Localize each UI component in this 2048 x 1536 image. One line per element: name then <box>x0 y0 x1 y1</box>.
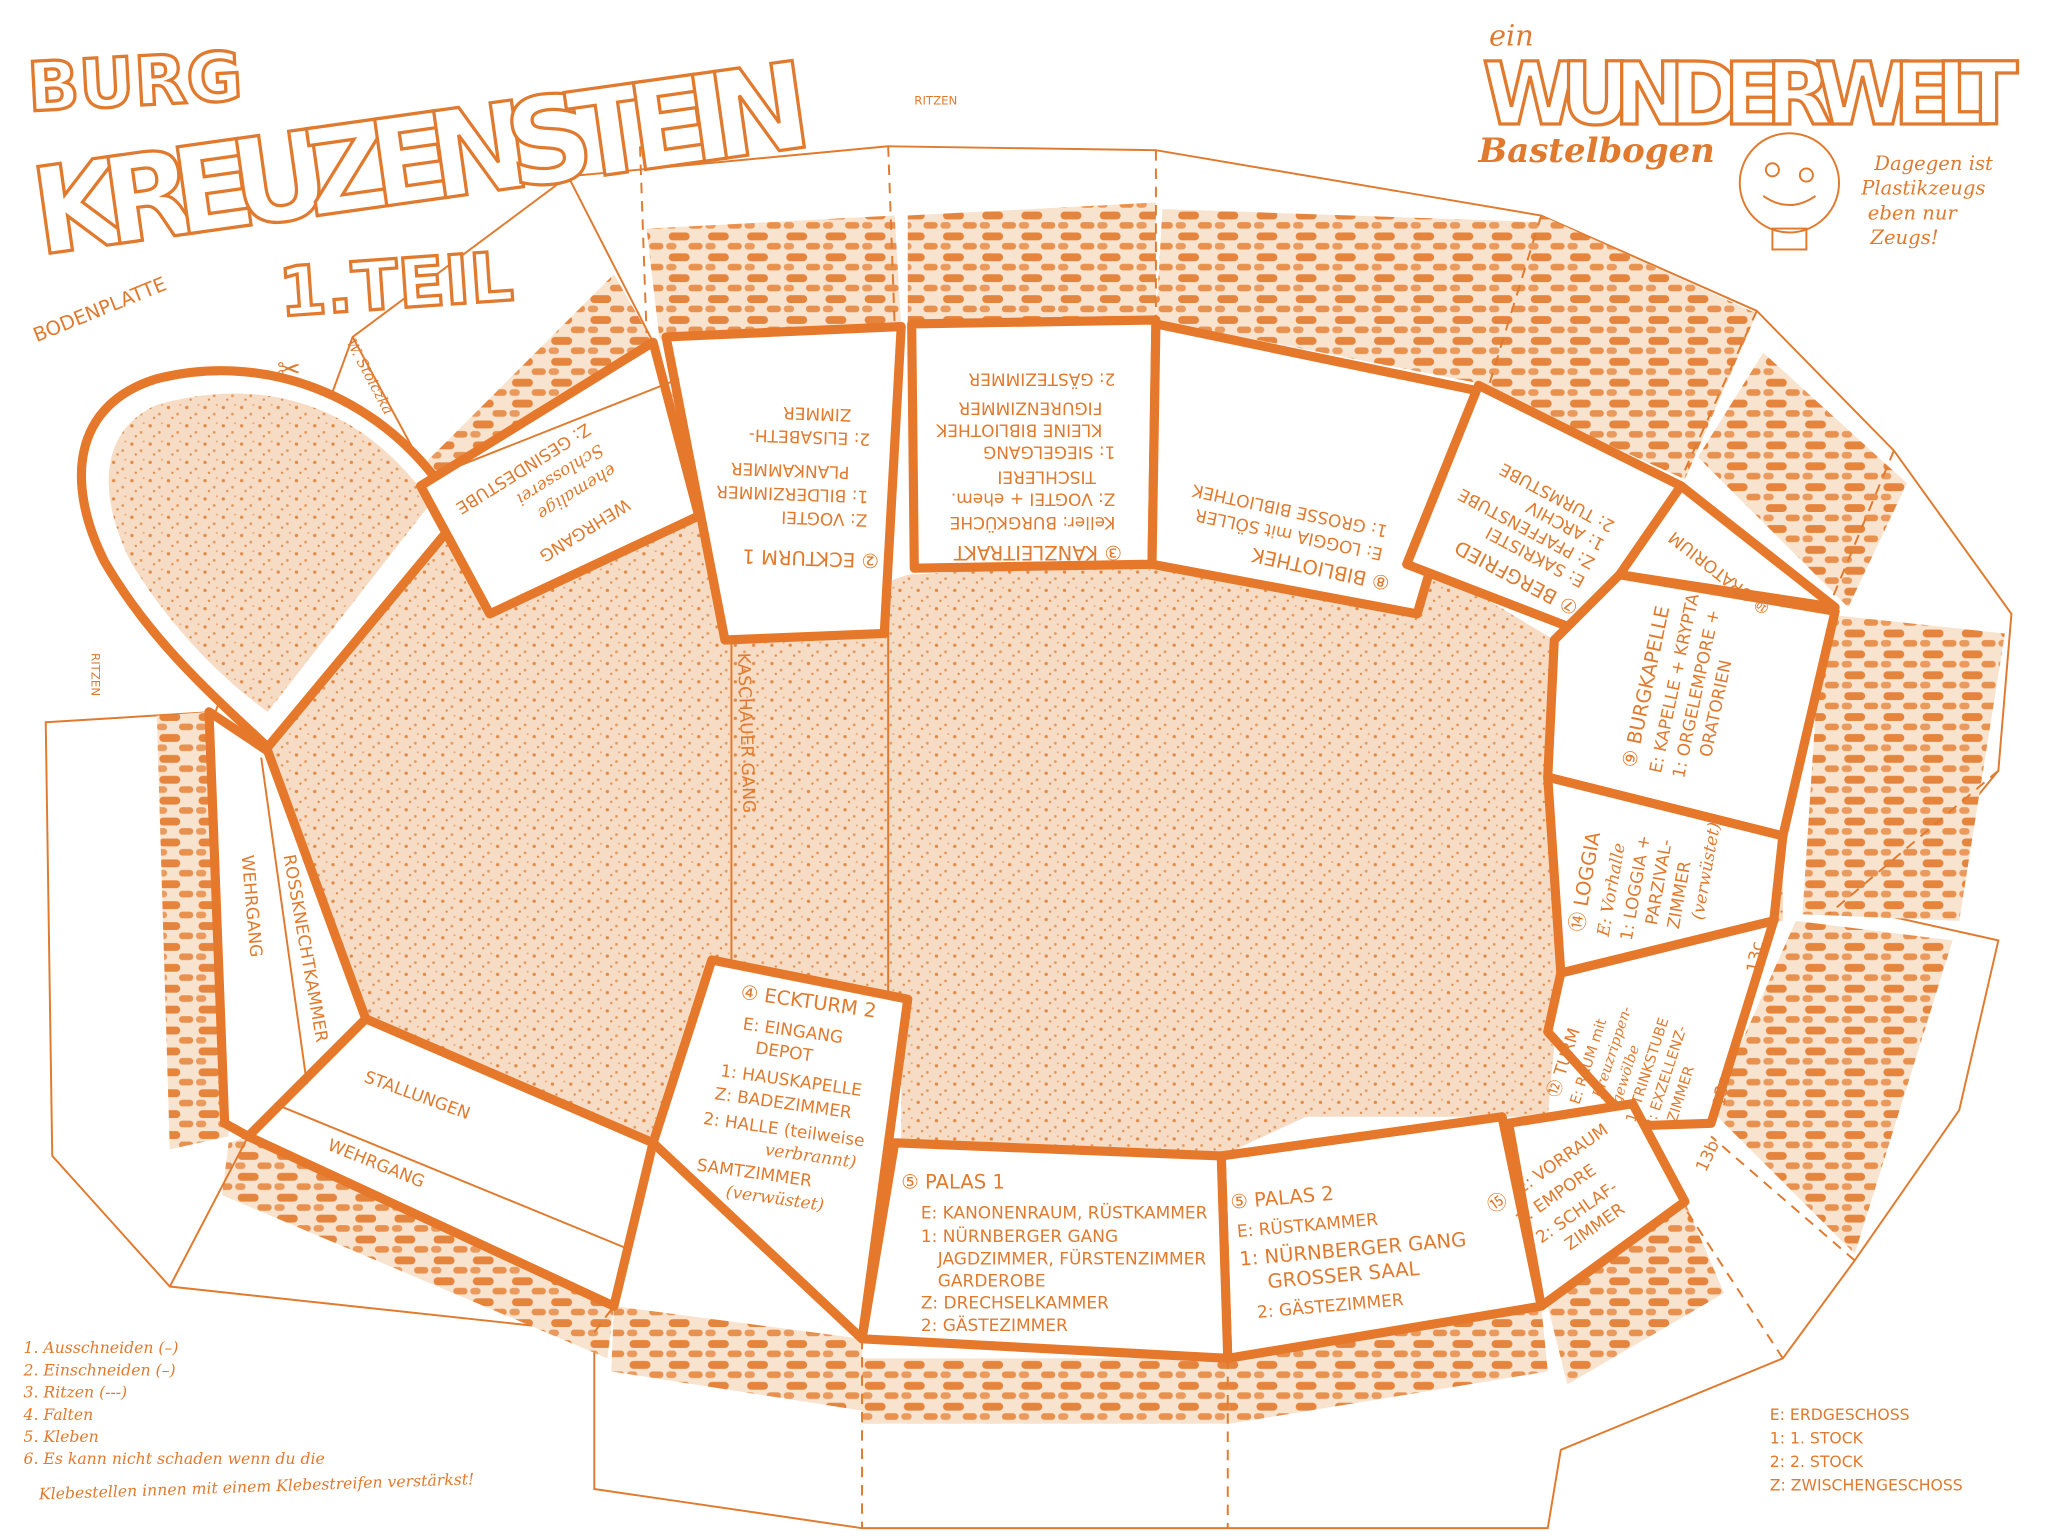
outer-wall-ring <box>44 145 2013 1530</box>
instruction-item: 6. Es kann nicht schaden wenn du die <box>24 1449 325 1468</box>
score-lines <box>168 146 2000 1529</box>
label-palas-1: ⑤ PALAS 1 E: KANONENRAUM, RÜSTKAMMER 1: … <box>901 1171 1207 1336</box>
divider-line <box>260 757 308 1085</box>
legend-item: E: ERDGESCHOSS <box>1770 1405 1910 1424</box>
slogan-line: Plastikzeugs <box>1860 177 1985 200</box>
title-burg: BURG <box>25 38 244 128</box>
room-bibliothek[interactable] <box>1147 319 1488 619</box>
label-text: JAGDZIMMER, FÜRSTENZIMMER <box>937 1247 1207 1269</box>
legend-item: 1: 1. STOCK <box>1770 1428 1864 1447</box>
slogan-line: Zeugs! <box>1869 226 1938 249</box>
label-text: Z: VOGTEI + ehem. <box>951 489 1116 509</box>
divider-line <box>441 377 680 474</box>
label-text: KLEINE BIBLIOTHEK <box>935 419 1102 439</box>
label-text: E: KANONENRAUM, RÜSTKAMMER <box>921 1202 1208 1224</box>
label-text: 2: ELISABETH- <box>748 424 870 448</box>
ritzen-label: RITZEN <box>914 93 957 107</box>
divider-line <box>273 1102 625 1249</box>
title-subtitle: BODENPLATTE <box>30 272 170 346</box>
ritzen-label: RITZEN <box>88 653 102 696</box>
room-turm-12[interactable] <box>1543 916 1779 1131</box>
slogan-line: Dagegen ist <box>1873 152 1993 175</box>
tower-roof-shading <box>108 393 432 712</box>
label-text: Z: VOGTEI <box>781 506 868 529</box>
title-part: 1.TEIL <box>276 238 515 333</box>
label-text: ZIMMER <box>782 402 851 424</box>
label-text: GARDEROBE <box>938 1272 1046 1292</box>
instruction-item: Klebestellen innen mit einem Klebestreif… <box>38 1469 475 1503</box>
legend-item: Z: ZWISCHENGESCHOSS <box>1770 1475 1963 1494</box>
lightbulb-mascot-icon <box>1738 132 1840 251</box>
label-eckturm-1: ② ECKTURM 1 Z: VOGTEI 1: BILDERZIMMER PL… <box>716 402 880 572</box>
floor-legend: E: ERDGESCHOSS 1: 1. STOCK 2: 2. STOCK Z… <box>1770 1405 1963 1495</box>
label-text: PLANKAMMER <box>730 458 849 482</box>
label-text: ② ECKTURM 1 <box>742 544 879 572</box>
label-bergfried: ⑦ BERGFRIED E: SAKRISTEI Z: PFAFFENSTUBE… <box>1451 458 1618 619</box>
label-kanzleitrakt: ③ KANZLEITRAKT Keller: BURGKÜCHE Z: VOGT… <box>935 369 1122 564</box>
brand-subtitle: Bastelbogen <box>1478 131 1715 171</box>
instruction-item: 2. Einschneiden (–) <box>23 1360 176 1379</box>
legend-item: 2: 2. STOCK <box>1770 1452 1864 1471</box>
room-eckturm-1[interactable] <box>661 321 906 645</box>
room-eckturm-2[interactable] <box>648 955 913 1344</box>
instruction-item: 4. Falten <box>23 1405 94 1424</box>
slogan-line: eben nur <box>1868 201 1959 224</box>
label-text: 1: SIEGELGANG <box>983 442 1115 462</box>
label-text: FIGURENZIMMER <box>958 397 1102 417</box>
brand-prefix: ein <box>1489 19 1534 53</box>
instruction-item: 1. Ausschneiden (–) <box>24 1338 179 1357</box>
label-13b: 13b <box>1692 1137 1724 1175</box>
instruction-item: 3. Ritzen (---) <box>24 1383 128 1402</box>
label-13c: 13c <box>1743 940 1768 974</box>
label-text: ⑤ PALAS 1 <box>901 1171 1005 1194</box>
instructions-list: 1. Ausschneiden (–) 2. Einschneiden (–) … <box>23 1338 475 1503</box>
scissors-icon: ✂ <box>277 352 301 386</box>
label-text: 2: GÄSTEZIMMER <box>968 369 1115 390</box>
label-text: 1: NÜRNBERGER GANG <box>921 1225 1118 1247</box>
label-text: TISCHLEREI <box>997 467 1096 487</box>
label-text: Z: DRECHSELKAMMER <box>921 1294 1109 1314</box>
brand-block: ein WUNDERWELT Bastelbogen Dagegen ist P… <box>1478 19 2020 251</box>
brand-logo: WUNDERWELT <box>1482 45 2018 145</box>
label-text: ③ KANZLEITRAKT <box>953 541 1122 564</box>
label-text: Keller: BURGKÜCHE <box>950 512 1116 534</box>
instruction-item: 5. Kleben <box>24 1427 99 1446</box>
label-text: 2: GÄSTEZIMMER <box>921 1315 1068 1336</box>
